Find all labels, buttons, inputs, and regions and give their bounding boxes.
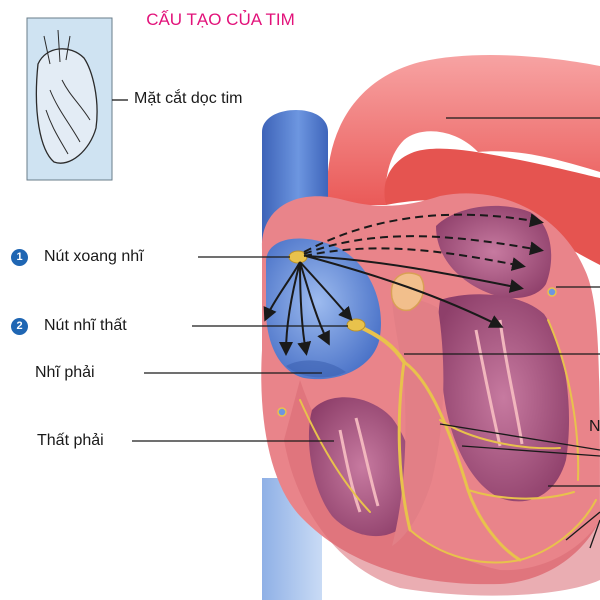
leader-branch-b — [461, 445, 600, 457]
leader-purkinje-a — [565, 511, 600, 541]
label-av-node: Nút nhĩ thất — [44, 317, 127, 334]
inset-thumbnail — [26, 17, 113, 181]
impulse-arrows-dashed — [303, 213, 544, 271]
sa-node — [288, 250, 308, 264]
coronary-dot-right — [547, 287, 557, 297]
impulse-arrow-dashed — [303, 235, 544, 256]
marker-one: 1 — [11, 249, 28, 266]
label-cut-letter: N — [589, 418, 600, 435]
papillary-muscles — [338, 319, 524, 513]
impulse-arrow-dashed — [303, 213, 544, 253]
leader-branch-a — [439, 423, 600, 451]
label-longitudinal-section: Mặt cắt dọc tim — [134, 90, 243, 107]
left-bundle-branch — [402, 360, 522, 562]
inset-heart-sketch — [35, 48, 98, 164]
valve-flap — [390, 272, 425, 312]
impulse-arrow — [305, 255, 504, 328]
impulse-arrow — [263, 261, 301, 322]
coronary-dot-left — [277, 407, 287, 417]
label-right-atrium: Nhĩ phải — [35, 364, 95, 381]
left-ventricle — [437, 294, 570, 502]
diagram-title: CẤU TẠO CỦA TIM — [118, 6, 323, 33]
aorta — [327, 54, 600, 206]
right-ventricle — [308, 397, 416, 537]
right-bundle-branch — [397, 360, 412, 532]
left-atrium — [436, 205, 552, 299]
impulse-arrow — [299, 261, 330, 346]
marker-two: 2 — [11, 318, 28, 335]
leader-purkinje-b — [589, 519, 600, 549]
heart-wall-shade — [284, 380, 600, 596]
label-sa-node: Nút xoang nhĩ — [44, 248, 144, 265]
label-right-ventricle: Thất phải — [37, 432, 104, 449]
impulse-arrows — [263, 255, 524, 356]
impulse-arrow-dashed — [303, 247, 526, 271]
impulse-arrow — [305, 255, 524, 293]
impulse-arrow — [299, 261, 353, 322]
purkinje-fibers — [299, 319, 597, 564]
impulse-arrow — [279, 261, 301, 356]
impulse-arrow — [297, 261, 312, 356]
right-atrium — [266, 238, 381, 380]
inset-heart-detail — [43, 29, 91, 155]
av-node — [346, 318, 366, 332]
leader-lines — [112, 99, 600, 549]
